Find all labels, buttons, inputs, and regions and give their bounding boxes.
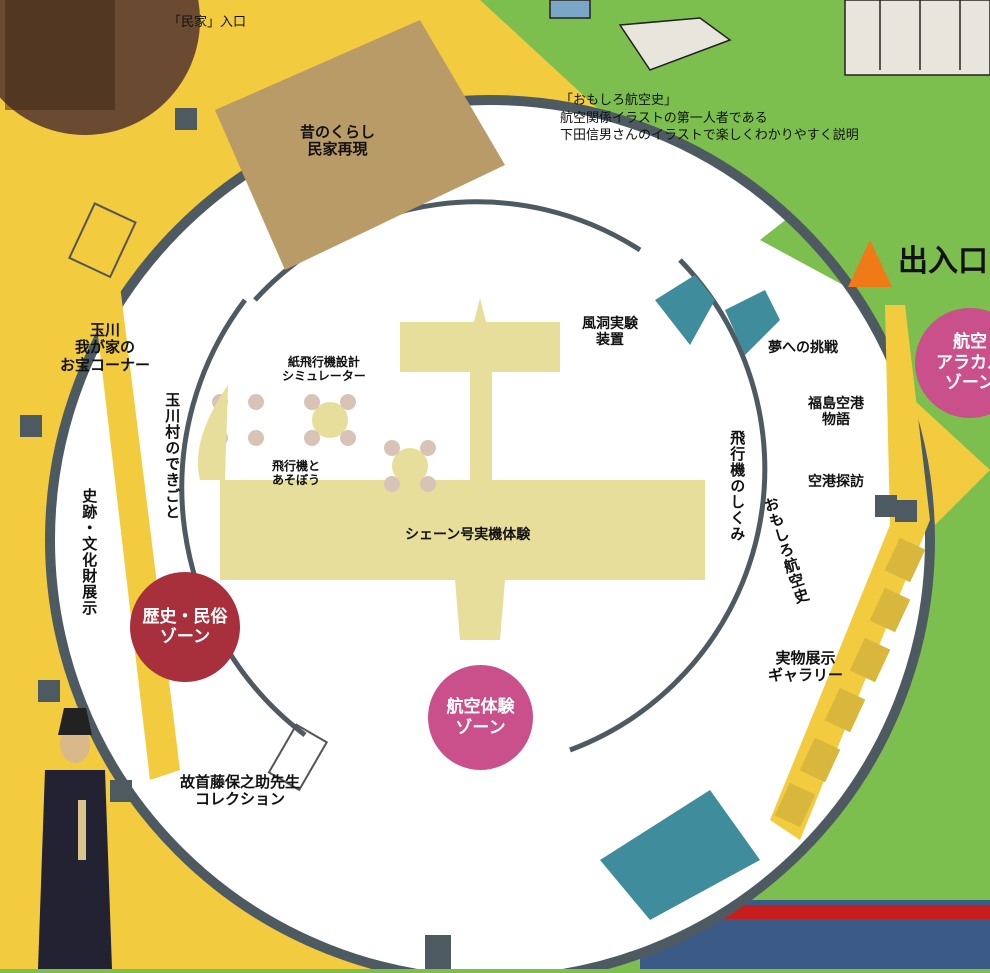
teal-exhibit-box [600, 790, 760, 920]
table-group [384, 440, 436, 492]
history-caption: 「おもしろ航空史」 航空関係イラストの第一人者である 下田信男さんのイラストで楽… [560, 93, 859, 144]
entrance-label: 出入口 [898, 244, 988, 279]
fujiho-collection-label: 故首藤保之助先生 コレクション [180, 773, 301, 809]
dream-challenge-device [725, 290, 780, 355]
gallery-display [849, 637, 891, 683]
chair [420, 440, 436, 456]
display-box-1 [68, 202, 137, 279]
wall-block [175, 108, 197, 130]
play-with-planes-label: 飛行機と あそぼう [272, 459, 321, 487]
wall-block-bottom [425, 935, 451, 969]
minka-reproduction [215, 20, 505, 270]
entrance-marker-icon [848, 240, 892, 287]
display-box-2 [267, 723, 329, 792]
inner-wall-right [569, 258, 768, 753]
inner-wall-left [179, 298, 307, 737]
treasure-corner-label: 玉川 我が家の お宝コーナー [60, 321, 151, 374]
outer-wall [45, 95, 935, 973]
minka-label: 昔のくらし 民家再現 [300, 123, 376, 159]
wall-block [38, 680, 60, 702]
gallery-display [799, 737, 841, 783]
village-display-table [197, 385, 228, 480]
wind-tunnel-device [655, 275, 715, 345]
person-figure [38, 708, 112, 969]
gallery-label: 実物展示 ギャラリー [768, 649, 844, 685]
wall-blocks [20, 108, 917, 802]
minka-photo-inner [5, 0, 115, 110]
dream-challenge-label: 夢への挑戦 [768, 340, 838, 356]
plane-illustrations [549, 0, 990, 76]
table-group [304, 394, 356, 446]
aviation-experience-zone-badge: 航空体験 ゾーン [428, 665, 533, 770]
wall-block [110, 780, 132, 802]
gallery-display [824, 687, 866, 733]
paper-plane-simulator-label: 紙飛行機設計 シミュレーター [282, 355, 366, 383]
gallery-display [774, 782, 816, 828]
chair [248, 394, 264, 410]
right-exhibit-band [770, 305, 930, 840]
plane-mechanism-label: 飛行機のしくみ [728, 430, 747, 542]
chair [340, 430, 356, 446]
shane-aircraft [220, 298, 705, 640]
wall-block [895, 500, 917, 522]
historic-exhibit-label: 史跡・文化財展示 [80, 488, 99, 616]
chair [384, 440, 400, 456]
gallery-display [884, 537, 926, 583]
fukushima-airport-label: 福島空港 物語 [808, 396, 864, 429]
gallery-display [869, 587, 911, 633]
minka-entrance-label: 「民家」入口 [168, 15, 247, 30]
wall-block [875, 495, 897, 517]
chair [304, 430, 320, 446]
wall-block [20, 415, 42, 437]
history-folk-zone-badge: 歴史・民俗 ゾーン [130, 572, 240, 682]
wind-tunnel-label: 風洞実験 装置 [582, 316, 638, 349]
chair [304, 394, 320, 410]
airport-visit-label: 空港探訪 [808, 474, 864, 490]
chair [248, 430, 264, 446]
red-aircraft-strip [680, 905, 990, 919]
chair [340, 394, 356, 410]
chair [384, 476, 400, 492]
chair [420, 476, 436, 492]
tamagawa-village-label: 玉川村のできごと [163, 392, 182, 520]
gallery-blocks [774, 537, 926, 828]
shane-experience-label: シェーン号実機体験 [405, 527, 531, 543]
